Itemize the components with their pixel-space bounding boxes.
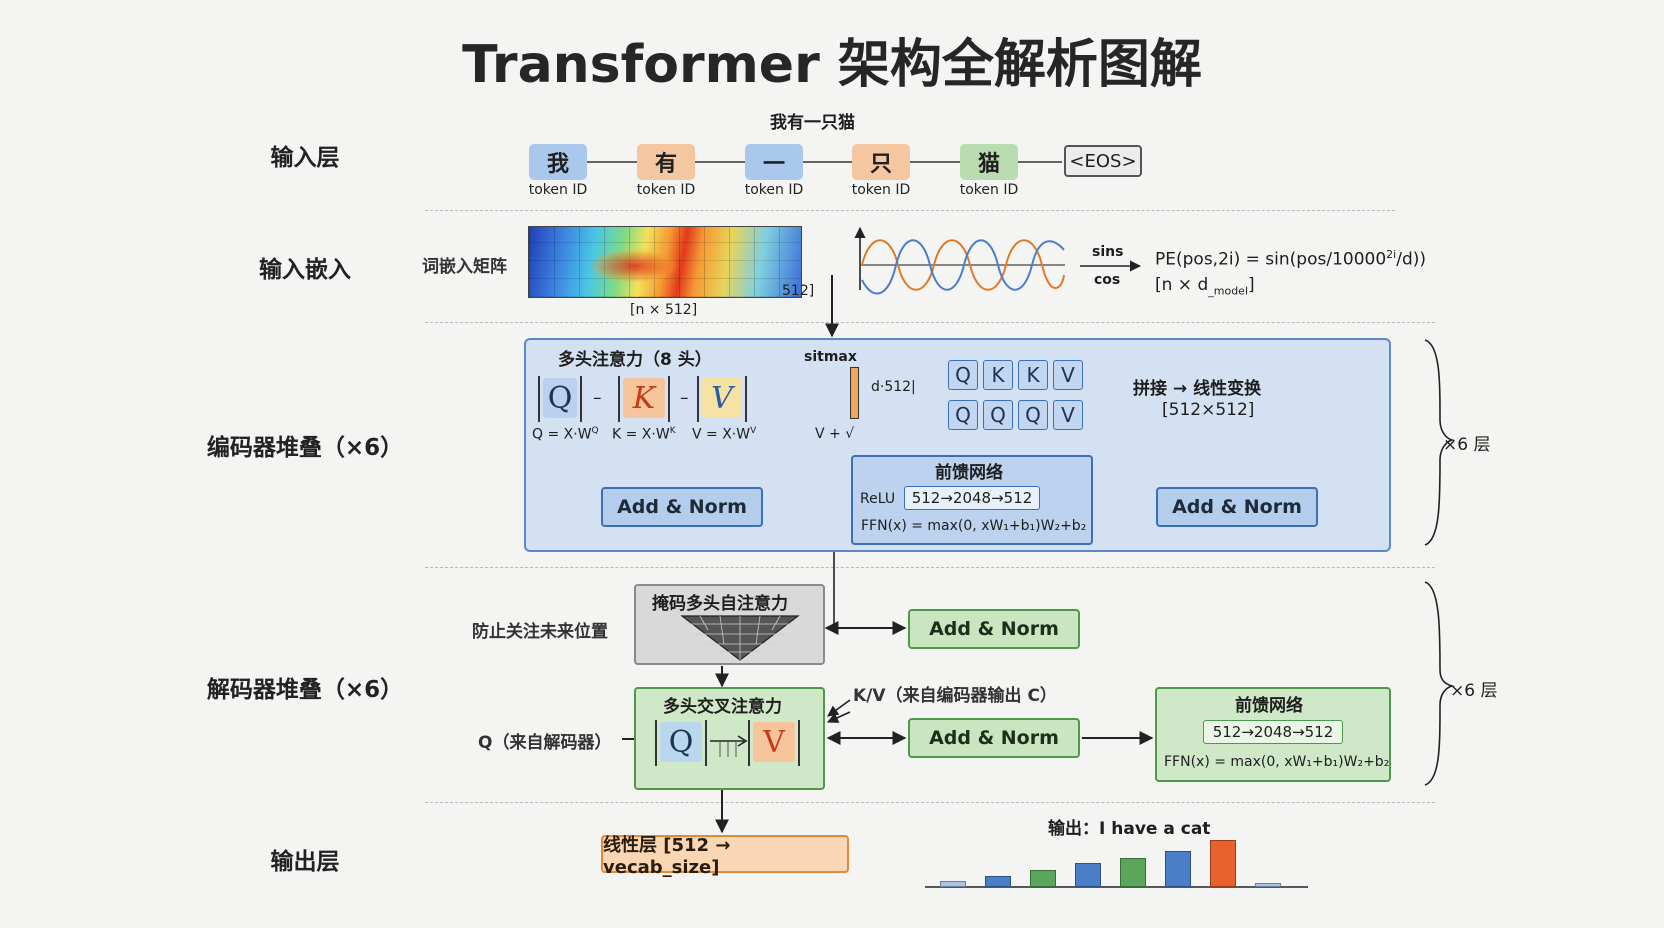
token-id-label: token ID [636,182,696,198]
embedding-matrix-dim: [n × 512] [630,302,698,318]
v-matrix: V [697,376,747,422]
softmax-label: sitmax [804,349,857,365]
q-from-decoder-label: Q（来自解码器） [478,733,612,753]
head-k: K [1018,360,1048,390]
row-label-output: 输出层 [270,849,340,875]
concat-dim: [512×512] [1162,400,1255,420]
k-letter: K [623,378,665,418]
mask-triangle-icon [680,615,800,661]
token-4: 只 [852,144,910,180]
decoder-ffn-formula: FFN(x) = max(0, xW₁+b₁)W₂+b₂ [1164,754,1390,770]
decoder-ffn-title: 前馈网络 [1235,696,1303,716]
v-letter: V [702,378,742,418]
dash-2: – [680,388,689,408]
cross-v-letter: V [753,722,795,762]
q-matrix: Q [538,376,582,422]
cos-label: cos [1094,272,1121,288]
row-label-encoder: 编码器堆叠（×6） [206,435,404,461]
encoder-layers-label: ×6 层 [1443,435,1491,455]
head-q: Q [948,360,978,390]
head-q: Q [1018,400,1048,430]
v-plus-label: V + √ [815,426,855,442]
output-text-label: 输出：I have a cat [1048,819,1211,839]
mha-title: 多头注意力（8 头） [558,350,712,370]
token-2: 有 [637,144,695,180]
softmax-bar [850,367,859,419]
output-bar [1075,863,1101,887]
head-q: Q [948,400,978,430]
token-5: 猫 [960,144,1018,180]
encoder-add-norm-1: Add & Norm [601,487,763,527]
row-label-input-layer: 输入层 [270,145,340,171]
separator-4 [425,802,1435,803]
q-letter: Q [543,378,577,418]
embedding-matrix-label: 词嵌入矩阵 [422,257,507,277]
row-label-decoder: 解码器堆叠（×6） [206,677,404,703]
pe-formula: PE(pos,2i) = sin(pos/100002i/d)) [1155,248,1427,270]
decoder-add-norm-1: Add & Norm [908,609,1080,649]
output-bar [985,876,1011,887]
masked-attention-title: 掩码多头自注意力 [652,594,788,614]
relu-label: ReLU [860,491,896,507]
cross-v-matrix: V [748,720,800,766]
k-equation: K = X·WK [612,426,676,443]
concat-label: 拼接 → 线性变换 [1133,379,1262,399]
token-id-label: token ID [959,182,1019,198]
cross-q-matrix: Q [655,720,707,766]
input-sentence: 我有一只猫 [770,113,855,133]
pe-dim: [n × d_model] [1155,275,1255,298]
decoder-layers-label: ×6 层 [1450,681,1498,701]
k-matrix: K [618,376,670,422]
page-title: Transformer 架构全解析图解 [462,35,1202,95]
encoder-ffn-title: 前馈网络 [935,463,1003,483]
separator-2 [425,322,1435,323]
cross-attention-title: 多头交叉注意力 [663,697,782,717]
encoder-add-norm-2: Add & Norm [1156,487,1318,527]
cross-arrow-icon [710,735,748,757]
linear-layer-box: 线性层 [512 → vecab_size] [601,835,849,878]
token-id-label: token ID [528,182,588,198]
embedding-side-dim: 512] [782,283,815,299]
separator-1 [425,210,1395,211]
encoder-ffn-formula: FFN(x) = max(0, xW₁+b₁)W₂+b₂ [861,518,1087,534]
head-q: Q [983,400,1013,430]
dash-1: – [593,388,602,408]
token-id-label: token ID [851,182,911,198]
output-bar [1210,839,1236,887]
v-equation: V = X·WV [692,426,757,443]
sins-label: sins [1092,244,1124,260]
output-bar [1120,858,1146,887]
head-v: V [1053,400,1083,430]
token-id-label: token ID [744,182,804,198]
output-bar [940,881,966,887]
q-equation: Q = X·WQ [532,426,599,443]
cross-q-letter: Q [660,722,702,762]
decoder-add-norm-2: Add & Norm [908,718,1080,758]
head-k: K [983,360,1013,390]
decoder-ffn-dims: 512→2048→512 [1203,720,1343,744]
eos-token: <EOS> [1064,145,1142,177]
token-1: 我 [529,144,587,180]
row-label-input-embed: 输入嵌入 [259,257,351,283]
embedding-heatmap [528,226,802,298]
d-512-label: d·512| [871,379,916,395]
token-3: 一 [745,144,803,180]
kv-from-encoder-label: K/V（来自编码器输出 C） [853,686,1057,706]
output-bar [1165,851,1191,887]
prevent-future-label: 防止关注未来位置 [472,622,608,642]
output-bar [1030,869,1056,887]
separator-3 [425,567,1435,568]
encoder-ffn-dims: 512→2048→512 [904,486,1040,510]
output-bar [1255,883,1281,887]
head-v: V [1053,360,1083,390]
